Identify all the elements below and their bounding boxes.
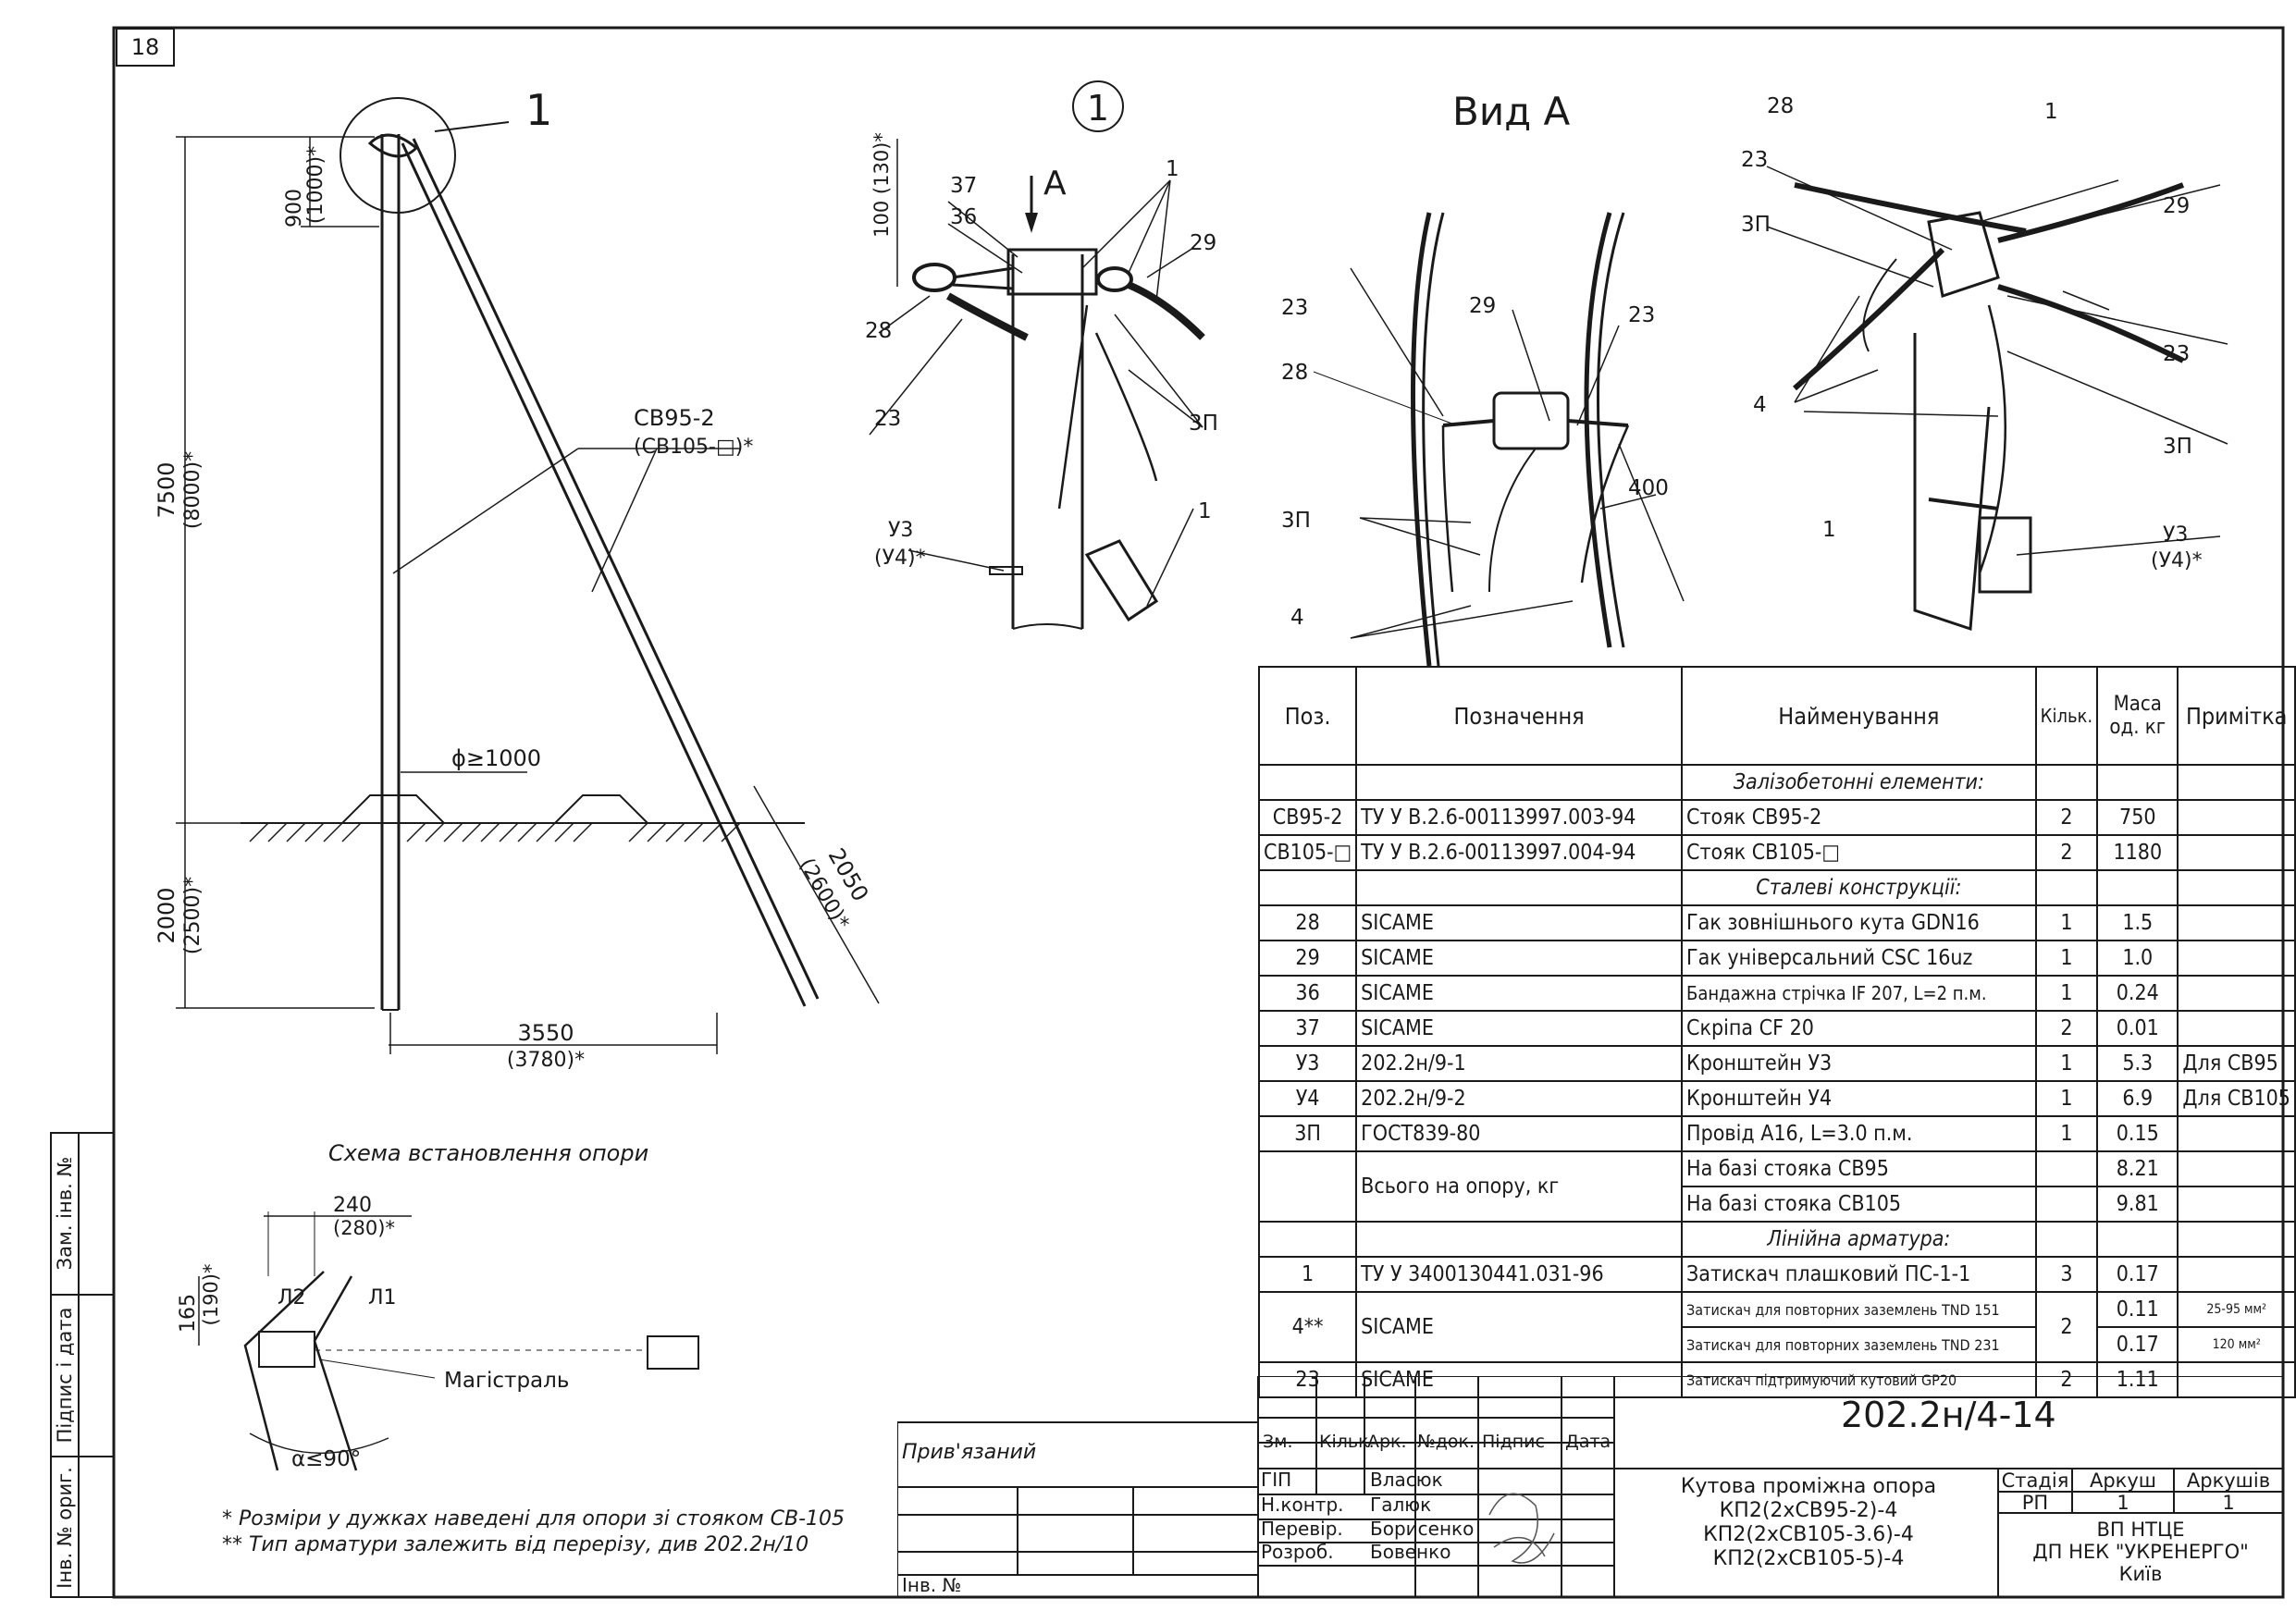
view-a-label-3p: 3П bbox=[1281, 509, 1311, 533]
section-concrete: Залізобетонні елементи: bbox=[1681, 764, 2037, 801]
pole-label-alt: (СВ105-□)* bbox=[634, 436, 753, 459]
scheme-dim-top: 240 bbox=[333, 1194, 372, 1217]
side-stamp-replace: Зам. інв. № bbox=[54, 1156, 76, 1271]
col-name: Найменування bbox=[1681, 666, 2037, 766]
scheme-mains: Магістраль bbox=[444, 1369, 569, 1393]
scheme-angle: α≤90° bbox=[291, 1447, 361, 1471]
iso-label-4: 4 bbox=[1753, 393, 1767, 417]
view-a: Вид А 23 29 23 28 400 3П 4 bbox=[1281, 89, 1685, 666]
pole-elevation-view: 1 900 (1000)* 7500 (8000)* 2000 (2 bbox=[154, 85, 880, 1072]
bound-label: Прив'язаний bbox=[902, 1441, 1037, 1464]
view-a-label-23b: 23 bbox=[1628, 303, 1655, 327]
iso-label-23a: 23 bbox=[1741, 148, 1768, 172]
dim-diameter: ϕ≥1000 bbox=[451, 745, 541, 771]
col-code: Позначення bbox=[1355, 666, 1684, 766]
inv-no: Інв. № bbox=[902, 1574, 962, 1596]
view-a-label-4: 4 bbox=[1290, 606, 1304, 630]
note-1: * Розміри у дужках наведені для опори зі… bbox=[222, 1507, 846, 1531]
pole-label: СВ95-2 bbox=[634, 405, 715, 431]
scheme-dim-side: 165 bbox=[177, 1294, 200, 1333]
detail-label-23: 23 bbox=[874, 407, 901, 431]
iso-label-3p: 3П bbox=[1741, 213, 1771, 237]
scheme-dim-top-alt: (280)* bbox=[333, 1217, 395, 1239]
drawing-title: Кутова проміжна опора КП2(2хСВ95-2)-4 КП… bbox=[1680, 1475, 1937, 1570]
specification-table: Поз. Позначення Найменування Кільк. Маса… bbox=[1257, 666, 2296, 1398]
main-callout: 1 bbox=[525, 85, 552, 135]
detail-label-1b: 1 bbox=[1198, 499, 1212, 523]
note-2: ** Тип арматури залежить від перерізу, д… bbox=[222, 1533, 809, 1556]
installation-scheme: 240 (280)* 165 (190)* Л2 Л1 Магістраль α… bbox=[177, 1194, 699, 1471]
organization: ВП НТЦЕ ДП НЕК "УКРЕНЕРГО" Київ bbox=[2032, 1518, 2249, 1585]
iso-label-1: 1 bbox=[2044, 100, 2058, 124]
iso-label-1b: 1 bbox=[1822, 518, 1836, 542]
arrow-label: А bbox=[1043, 165, 1067, 203]
section-steel: Сталеві конструкції: bbox=[1681, 869, 2037, 906]
isometric-view: 28 1 23 29 3П 4 23 3П 1 У3 (У4)* bbox=[1741, 94, 2228, 632]
total-label: Всього на опору, кг bbox=[1355, 1150, 1684, 1223]
side-stamp-orig: Інв. № ориг. bbox=[54, 1467, 76, 1589]
dim-depth: 2000 bbox=[154, 887, 179, 943]
view-a-label-400: 400 bbox=[1628, 476, 1669, 500]
col-qty: Кільк. bbox=[2034, 666, 2099, 766]
dim-top-alt: (1000)* bbox=[304, 146, 327, 224]
dim-top: 900 bbox=[283, 189, 306, 227]
iso-label-29: 29 bbox=[2163, 194, 2190, 218]
scheme-l1: Л1 bbox=[368, 1286, 397, 1309]
detail-label-3p: 3П bbox=[1189, 412, 1218, 436]
detail-1-view: 1 А 100 (130)* 37 36 1 29 28 23 3П 1 У3 … bbox=[865, 80, 1218, 630]
view-a-title: Вид А bbox=[1452, 89, 1570, 134]
title-block-grid bbox=[897, 1376, 2284, 1598]
doc-code: 202.2н/4-14 bbox=[1841, 1395, 2056, 1435]
dim-height-alt: (8000)* bbox=[181, 451, 204, 529]
side-stamp-sign: Підпис і дата bbox=[54, 1307, 76, 1444]
detail-label-1: 1 bbox=[1166, 157, 1179, 181]
scheme-title: Схема встановлення опори bbox=[328, 1140, 649, 1166]
dim-base: 3550 bbox=[517, 1020, 574, 1046]
dim-depth-alt: (2500)* bbox=[181, 877, 204, 954]
iso-label-u4: (У4)* bbox=[2151, 549, 2203, 572]
table-row: Затискач для повторних заземлень TND 231… bbox=[1259, 1326, 2296, 1363]
iso-label-3p-b: 3П bbox=[2163, 435, 2192, 459]
detail-label-u3: У3 bbox=[888, 519, 913, 542]
sheet-number: 18 bbox=[116, 28, 175, 67]
col-note: Примітка bbox=[2177, 666, 2296, 766]
detail-callout: 1 bbox=[1087, 88, 1109, 129]
detail-label-29: 29 bbox=[1190, 231, 1216, 255]
detail-label-28: 28 bbox=[865, 319, 892, 343]
detail-label-37: 37 bbox=[950, 174, 977, 198]
detail-label-u4: (У4)* bbox=[874, 547, 926, 570]
tb-people: ГІП Власюк Н.контр. Галюк Перевір. Борис… bbox=[1261, 1469, 1475, 1563]
view-a-label-28: 28 bbox=[1281, 361, 1308, 385]
iso-label-u3: У3 bbox=[2163, 523, 2188, 547]
dim-base-alt: (3780)* bbox=[507, 1049, 585, 1072]
view-a-label-29: 29 bbox=[1469, 294, 1496, 318]
iso-label-23b: 23 bbox=[2163, 342, 2190, 366]
col-mass: Маса од. кг bbox=[2096, 666, 2179, 766]
table-row: 4**SICAME Затискач для повторних заземле… bbox=[1257, 1291, 2296, 1363]
col-pos: Поз. bbox=[1257, 666, 1358, 766]
section-line: Лінійна арматура: bbox=[1681, 1221, 2037, 1258]
dim-height: 7500 bbox=[154, 461, 179, 518]
scheme-l2: Л2 bbox=[278, 1286, 306, 1309]
view-a-label-23a: 23 bbox=[1281, 296, 1308, 320]
scheme-dim-side-alt: (190)* bbox=[200, 1264, 222, 1326]
iso-label-28: 28 bbox=[1767, 94, 1794, 118]
detail-dim: 100 (130)* bbox=[870, 132, 893, 238]
detail-label-36: 36 bbox=[950, 205, 977, 229]
